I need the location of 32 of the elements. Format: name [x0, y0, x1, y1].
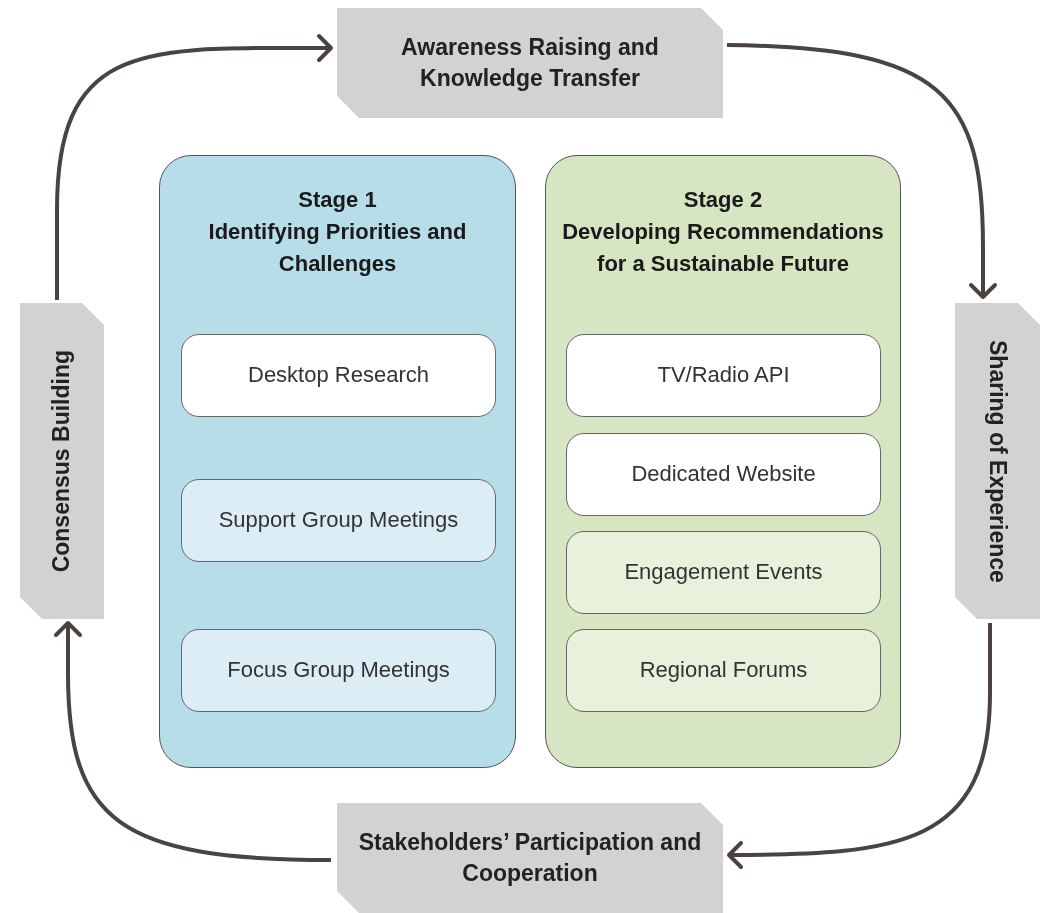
banner-box — [20, 303, 104, 619]
activity-label: Desktop Research — [247, 361, 430, 390]
activity-label: TV/Radio API — [656, 361, 791, 390]
banner-box — [337, 803, 723, 913]
activity-box — [181, 334, 496, 417]
stage-panel — [159, 155, 516, 768]
banner-label: Awareness Raising and Knowledge Transfer — [400, 32, 660, 93]
curved-arrow — [727, 623, 992, 869]
banner-label: Consensus Building — [47, 349, 76, 573]
banner-label: Sharing of Experience — [984, 339, 1012, 583]
curved-arrow — [55, 33, 333, 300]
curved-arrow — [726, 43, 997, 299]
stage-panel — [545, 155, 901, 768]
activity-box — [566, 531, 881, 614]
activity-label: Dedicated Website — [630, 460, 817, 489]
activity-box — [181, 479, 496, 562]
banner-box — [337, 8, 723, 118]
activity-label: Focus Group Meetings — [226, 656, 451, 685]
activity-label: Regional Forums — [638, 656, 809, 685]
banner-box — [955, 303, 1040, 619]
activity-box — [181, 629, 496, 712]
stage-title: Identifying Priorities and Challenges — [207, 218, 468, 278]
activity-box — [566, 629, 881, 712]
activity-label: Support Group Meetings — [217, 506, 460, 535]
activity-box — [566, 334, 881, 417]
activity-box — [566, 433, 881, 516]
banner-label: Stakeholders’ Participation and Cooperation — [357, 827, 703, 888]
stage-title: Stage 1 — [298, 186, 377, 214]
curved-arrow — [54, 621, 332, 862]
stage-title: Developing Recommendations for a Sustainable Future — [561, 218, 885, 278]
activity-label: Engagement Events — [623, 558, 824, 587]
stage-title: Stage 2 — [683, 186, 763, 214]
